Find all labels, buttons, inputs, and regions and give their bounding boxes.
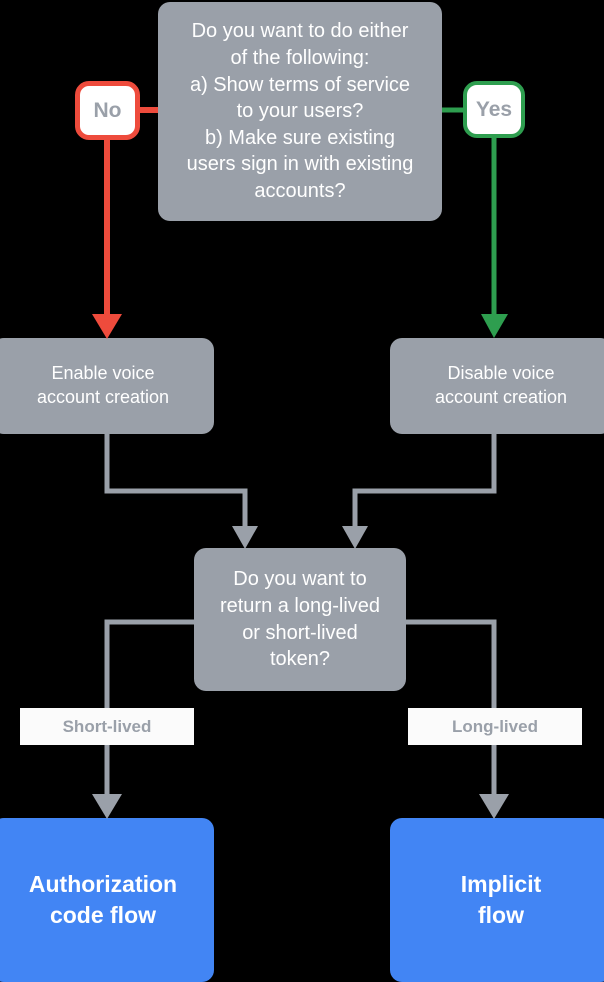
terminal-node-implicit-flow-label: Implicit flow	[460, 871, 542, 928]
terminal-node-authorization-code-flow[interactable]: Authorization code flow	[0, 818, 214, 982]
process-node-disable-voice-account-creation[interactable]: Disable voice account creation	[390, 338, 604, 434]
arrowhead-enable-to-decision2	[232, 526, 258, 549]
decision-node-account-creation-question[interactable]: Do you want to do either of the followin…	[158, 2, 442, 221]
process-node-enable-voice-account-creation-label: Enable voice account creation	[36, 363, 170, 407]
terminal-node-authorization-code-flow-label: Authorization code flow	[28, 871, 178, 928]
branch-badge-yes-label: Yes	[475, 97, 513, 121]
edge-label-long-lived: Long-lived	[408, 708, 582, 745]
branch-badge-no[interactable]: No	[75, 81, 140, 140]
edge-label-short-lived-text: Short-lived	[62, 716, 152, 736]
arrowhead-decision2-to-auth	[92, 794, 122, 819]
process-node-enable-voice-account-creation[interactable]: Enable voice account creation	[0, 338, 214, 434]
edge-enable-to-decision2	[104, 434, 248, 528]
decision-node-token-lifetime-question[interactable]: Do you want to return a long-lived or sh…	[194, 548, 406, 691]
process-node-disable-voice-account-creation-label: Disable voice account creation	[434, 363, 568, 407]
edge-label-long-lived-text: Long-lived	[452, 716, 538, 736]
edge-label-short-lived: Short-lived	[20, 708, 194, 745]
arrowhead-disable-to-decision2	[342, 526, 368, 549]
arrowhead-decision2-to-implicit	[479, 794, 509, 819]
decision-node-account-creation-question-label: Do you want to do either of the followin…	[186, 20, 414, 202]
terminal-node-implicit-flow[interactable]: Implicit flow	[390, 818, 604, 982]
arrowhead-no-to-enable	[92, 314, 122, 339]
arrowhead-yes-to-disable	[481, 314, 508, 338]
edge-disable-to-decision2	[352, 434, 497, 528]
branch-badge-no-label: No	[93, 98, 122, 122]
branch-badge-yes[interactable]: Yes	[463, 81, 525, 138]
decision-node-token-lifetime-question-label: Do you want to return a long-lived or sh…	[219, 568, 381, 671]
